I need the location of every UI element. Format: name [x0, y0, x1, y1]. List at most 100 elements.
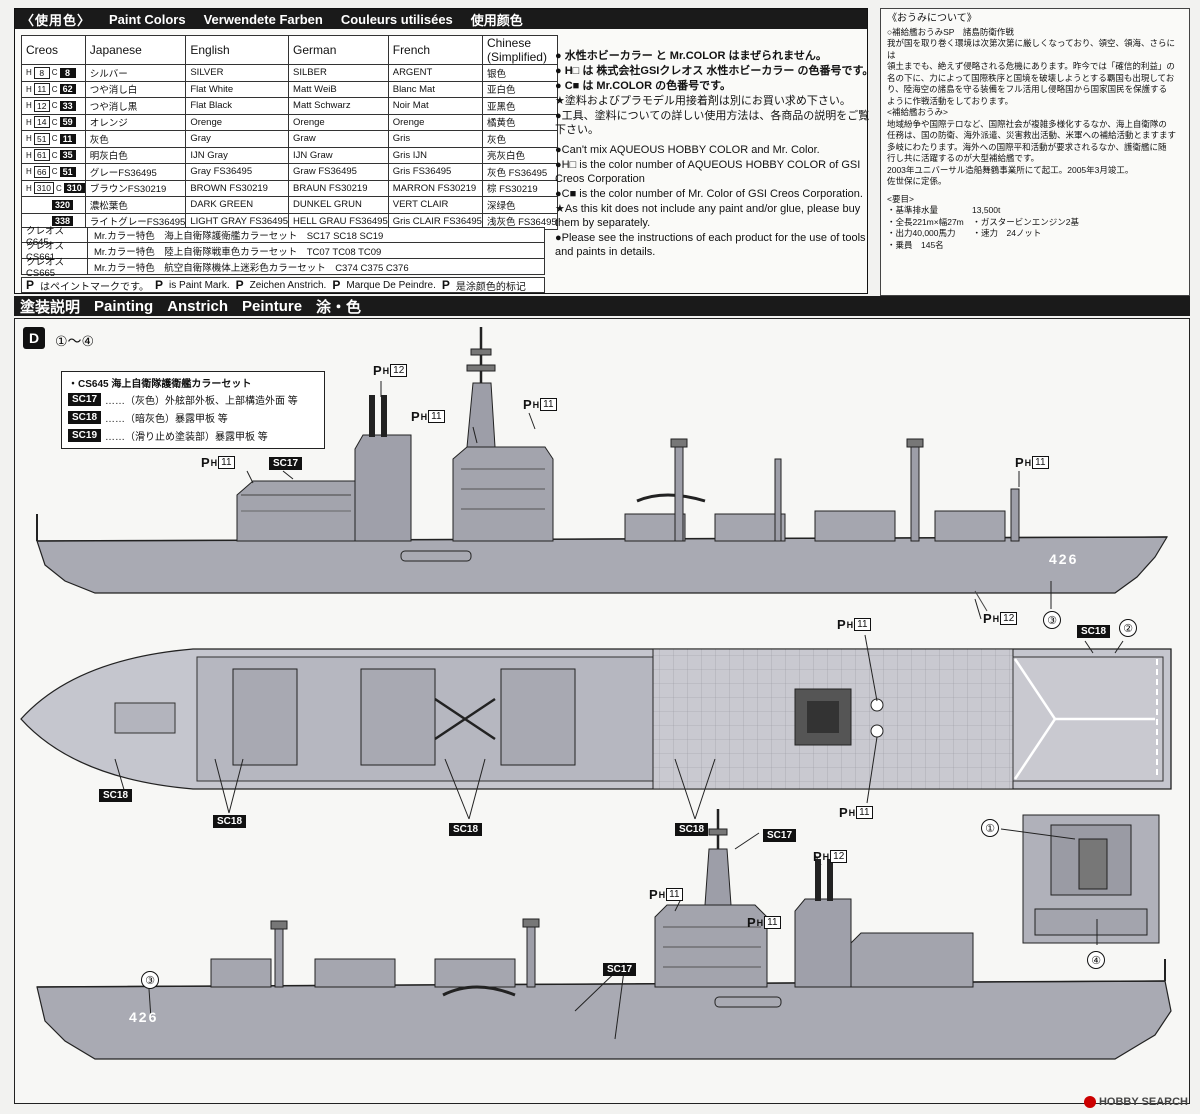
- color-name-zh: 棕 FS30219: [481, 179, 558, 197]
- color-name-ja: オレンジ: [84, 113, 187, 131]
- watermark: HOBBY SEARCH: [1083, 1096, 1188, 1108]
- marker-3-top: ③: [1043, 611, 1061, 629]
- spec-line: ・乗員 145名: [887, 239, 944, 250]
- marker-3-bottom: ③: [141, 971, 159, 989]
- paint-mark-en: is Paint Mark.: [169, 279, 230, 291]
- ship-drawings: [20, 327, 1172, 1060]
- color-set-name: Mr.カラー特色 海上自衛隊護衛艦カラーセット SC17 SC18 SC19: [94, 231, 384, 242]
- paint-colors-section: 〈使用色〉 Paint Colors Verwendete Farben Cou…: [14, 8, 873, 294]
- color-name-zh: 亮灰白色: [481, 146, 558, 164]
- paint-mark-icon: P: [332, 278, 341, 292]
- color-name-zh: 亚白色: [481, 80, 558, 98]
- paint-note: ●Please see the instructions of each pro…: [555, 232, 866, 258]
- color-name-de: Graw: [288, 130, 389, 148]
- color-name-de: Graw FS36495: [288, 163, 389, 181]
- cs645-line: SC19……（滑り止め塗装部）暴露甲板 等: [68, 428, 318, 443]
- cs645-line: SC17……（灰色）外舷部外板、上部構造外面 等: [68, 392, 318, 407]
- color-name-ja: ライトグレーFS36495: [84, 212, 187, 230]
- col-chinese: Chinese (Simplified): [481, 35, 558, 65]
- leader-lines: [114, 381, 1124, 1040]
- color-name-en: SILVER: [185, 64, 290, 82]
- paint-note: ●工具、塗料についての詳しい使用方法は、各商品の説明をご覧下さい。: [555, 110, 870, 136]
- painting-header-jp: 塗装説明: [20, 298, 81, 316]
- paint-note: ●H□ is the color number of AQUEOUS HOBBY…: [555, 159, 861, 185]
- col-creos: Creos: [21, 35, 86, 65]
- sc-color-tag: SC18: [68, 411, 102, 424]
- color-set-name: Mr.カラー特色 陸上自衛隊戦車色カラーセット TC07 TC08 TC09: [94, 246, 382, 258]
- about-body: 我が国を取り巻く環境は次第次第に厳しくなっており、領空、領海、さらには領土までも…: [887, 38, 1183, 188]
- color-name-ja: 灰色: [84, 130, 187, 148]
- specs-title: <要目>: [887, 193, 914, 204]
- col-french: French: [387, 35, 483, 65]
- about-line: 任務は、国の防衛、海外派遣、災害救出活動、米軍への補給活動とますます: [887, 130, 1177, 140]
- color-name-en: Gray FS36495: [185, 163, 290, 181]
- col-japanese: Japanese: [84, 35, 187, 65]
- color-name-fr: Gris IJN: [387, 146, 483, 164]
- painting-diagram-area: D ①〜④ ・CS645 海上自衛隊護衛艦カラーセット SC17……（灰色）外舷…: [14, 318, 1190, 1104]
- mr-color-number: 8: [59, 67, 76, 78]
- paint-note: ● C■ は Mr.COLOR の色番号です。: [555, 80, 731, 92]
- paint-note: ●Can't mix AQUEOUS HOBBY COLOR and Mr. C…: [555, 144, 820, 156]
- sc-color-desc: ……（滑り止め塗装部）暴露甲板 等: [105, 432, 268, 443]
- sc-color-tag: SC19: [68, 429, 102, 442]
- color-name-de: DUNKEL GRUN: [288, 196, 389, 214]
- paint-mark-jp: はペイントマークです。: [40, 281, 150, 293]
- about-line: <補給艦おうみ>: [887, 107, 948, 117]
- paint-note: ● 水性ホビーカラー と Mr.COLOR はまぜられません。: [555, 50, 827, 62]
- about-section: 《おうみについて》 ○補給艦おうみSP 諸島防衛作戦 我が国を取り巻く環境は次第…: [880, 8, 1190, 296]
- color-name-fr: Noir Mat: [387, 97, 483, 115]
- color-name-fr: MARRON FS30219: [387, 179, 483, 197]
- mr-color-number: 33: [59, 100, 76, 111]
- color-name-fr: Orenge: [387, 113, 483, 131]
- color-name-fr: Gris FS36495: [387, 163, 483, 181]
- header-en: Paint Colors: [109, 11, 186, 27]
- color-table-header: Creos Japanese English German French Chi…: [21, 35, 558, 65]
- paint-colors-header: 〈使用色〉 Paint Colors Verwendete Farben Cou…: [15, 9, 867, 29]
- hull-number-bottom: 426: [129, 1009, 159, 1025]
- marker-1: ①: [981, 819, 999, 837]
- color-name-fr: Blanc Mat: [387, 80, 483, 98]
- mr-color-number: 320: [52, 199, 74, 210]
- header-jp: 〈使用色〉: [21, 12, 92, 28]
- about-line: 名の下に、力によって国際秩序と国境を破壊しようとする覇国も出現してお: [887, 72, 1175, 83]
- color-table: Creos Japanese English German French Chi…: [21, 35, 558, 230]
- paint-mark-icon: P: [441, 278, 450, 292]
- color-name-zh: 亚黑色: [481, 97, 558, 115]
- color-name-de: IJN Graw: [288, 146, 389, 164]
- step-d-label: D: [23, 327, 45, 349]
- callout-sc18-bow: SC18: [99, 789, 133, 802]
- color-name-zh: 银色: [481, 64, 558, 82]
- color-name-ja: ブラウンFS30219: [84, 179, 187, 197]
- hobby-color-number: 12: [33, 99, 50, 112]
- color-name-ja: つや消し黒: [84, 97, 187, 115]
- color-name-en: Flat White: [185, 80, 290, 98]
- callout-sc18-helipad: SC18: [1077, 625, 1111, 638]
- hobby-color-number: 66: [33, 165, 50, 178]
- about-line: 地域紛争や国際テロなど、国際社会が複雑多様化するなか、海上自衛隊の: [887, 118, 1167, 129]
- specs-list: ・基準排水量 13,500t・全長221m×幅27m ・ガスタービンエンジン2基…: [887, 205, 1183, 251]
- painting-header: 塗装説明 Painting Anstrich Peinture 涂・色: [14, 296, 1190, 316]
- color-name-ja: つや消し白: [84, 80, 187, 98]
- paint-notes: ● 水性ホビーカラー と Mr.COLOR はまぜられません。● H□ は 株式…: [555, 49, 875, 260]
- color-name-zh: 浅灰色 FS36495: [481, 212, 558, 230]
- callout-sc17-mast: SC17: [763, 829, 797, 842]
- color-name-zh: 灰色: [481, 130, 558, 148]
